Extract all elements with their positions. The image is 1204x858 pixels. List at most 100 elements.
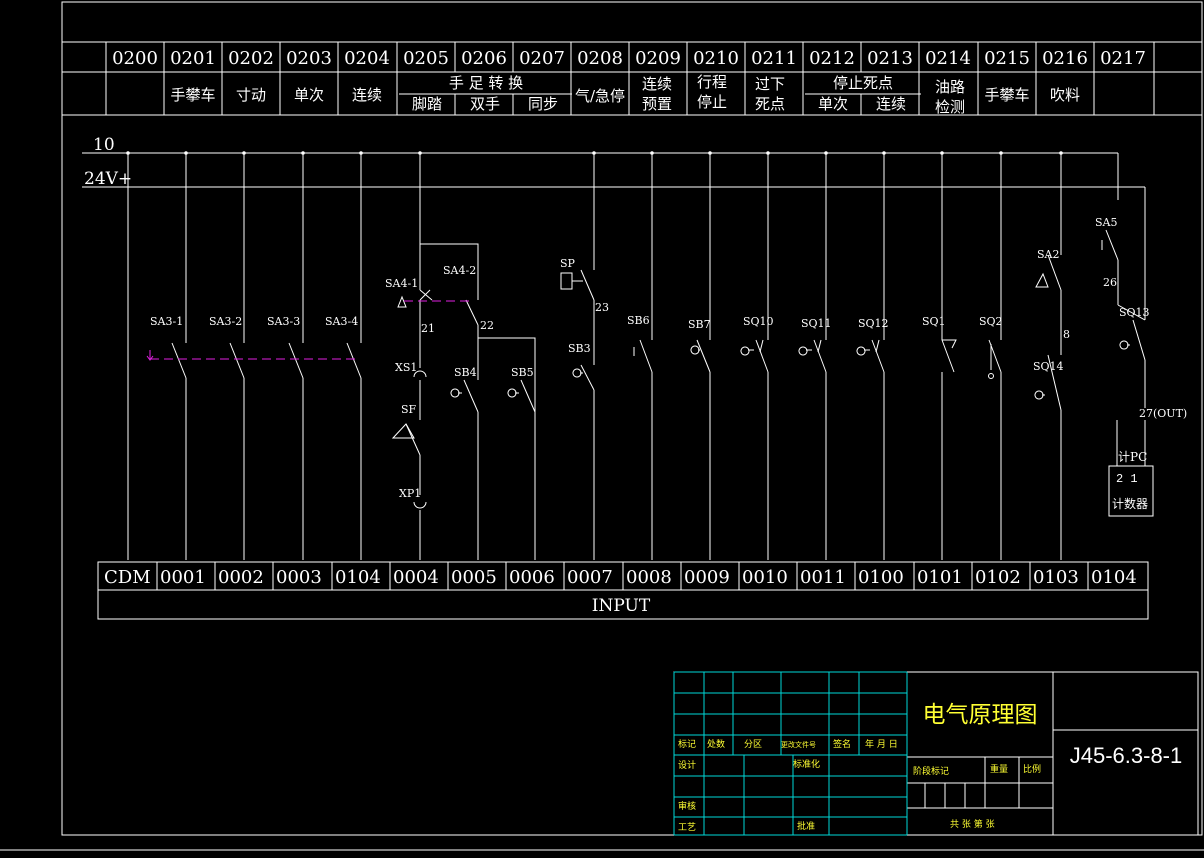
counter-pins-label: 2 1: [1116, 472, 1138, 486]
output-function: 寸动: [236, 86, 266, 104]
counter-box: [1108, 465, 1154, 517]
output-address: 0209: [635, 48, 681, 69]
counter-name-label: 计数器: [1112, 496, 1148, 511]
tb-zone: 分区: [744, 739, 762, 750]
output-address: 0216: [1042, 48, 1088, 69]
dead-center-label: 死点: [755, 95, 785, 113]
sb7-label: SB7: [688, 318, 711, 331]
input-address: 0007: [567, 567, 613, 588]
output-function: 单次: [294, 86, 324, 104]
single-label: 单次: [818, 95, 848, 113]
sa3-1-label: SA3-1: [150, 315, 183, 328]
wire-22-label: 22: [480, 319, 494, 332]
output-address: 0208: [577, 48, 623, 69]
sb5-label: SB5: [511, 366, 534, 379]
xp1-label: XP1: [399, 487, 421, 500]
output-function: 手攀车: [984, 86, 1029, 104]
output-function: 气/急停: [575, 87, 625, 105]
junction-dot: [824, 151, 828, 155]
tb-sheets: 共 张 第 张: [950, 818, 995, 830]
sa4-bridge-wire: [420, 243, 479, 290]
input-address: 0011: [800, 567, 846, 588]
tb-count: 处数: [707, 738, 725, 750]
junction-dot: [1059, 151, 1063, 155]
switch-contact: [171, 342, 187, 379]
input-address: 0002: [218, 567, 264, 588]
input-address: 0004: [393, 567, 439, 588]
sync-label: 同步: [528, 95, 558, 113]
sq14-label: SQ14: [1033, 360, 1064, 373]
tb-scale: 比例: [1023, 763, 1041, 775]
wire-8-label: 8: [1063, 328, 1070, 341]
output-function: 连续: [352, 86, 382, 104]
oil-label: 油路: [935, 78, 965, 96]
junction-dot: [301, 151, 305, 155]
input-address: 0005: [451, 567, 497, 588]
input-label: INPUT: [592, 596, 651, 616]
sb3-label: SB3: [568, 342, 591, 355]
drawing-title: 电气原理图: [923, 702, 1038, 728]
tb-date: 年 月 日: [865, 738, 898, 750]
drawing-number: J45-6.3-8-1: [1070, 743, 1183, 768]
foot-pedal-label: 脚踏: [412, 95, 442, 113]
input-address: 0008: [626, 567, 672, 588]
output-address: 0207: [519, 48, 565, 69]
stroke-label: 行程: [697, 73, 727, 91]
sq1-label: SQ1: [922, 315, 946, 328]
output-address: 0204: [344, 48, 390, 69]
sq12-label: SQ12: [858, 317, 889, 330]
stop-label: 停止: [697, 93, 727, 111]
two-hand-label: 双手: [470, 95, 500, 113]
drawing-frame: [61, 1, 1203, 836]
wire-26-label: 26: [1103, 276, 1117, 289]
output-address: 0200: [112, 48, 158, 69]
preset-label: 预置: [642, 95, 672, 113]
counter-top-label: 计PC: [1118, 450, 1147, 464]
switch-contact: [346, 342, 362, 379]
sb5-bridge-wire: [478, 337, 536, 560]
junction-dot: [999, 151, 1003, 155]
output-address: 0203: [286, 48, 332, 69]
output-address: 0214: [925, 48, 971, 69]
input-address: 0100: [858, 567, 904, 588]
input-address: 0009: [684, 567, 730, 588]
title-block-labels: 标记 处数 分区 更改文件号 签名 年 月 日 设计 标准化 审核 工艺 批准 …: [678, 738, 1041, 833]
junction-dot: [126, 151, 130, 155]
tb-change-doc: 更改文件号: [781, 740, 816, 749]
junction-dot: [940, 151, 944, 155]
output-address: 0205: [403, 48, 449, 69]
mechanical-linkage-dashes: [150, 300, 472, 360]
stop-dead-center-group-label: 停止死点: [833, 74, 893, 92]
foot-switch-group-label: 手 足 转 换: [449, 74, 523, 92]
sa5-label: SA5: [1095, 216, 1117, 229]
branch-wires: [127, 153, 1119, 560]
output-address: 0201: [170, 48, 216, 69]
junction-dot: [882, 151, 886, 155]
input-address: 0102: [975, 567, 1021, 588]
junction-dot: [418, 151, 422, 155]
sb4-label: SB4: [454, 366, 477, 379]
input-address: 0103: [1033, 567, 1079, 588]
output-function: 手攀车: [170, 86, 215, 104]
sa3-3-label: SA3-3: [267, 315, 300, 328]
switch-symbols: [146, 229, 1146, 509]
junction-dot: [242, 151, 246, 155]
junction-dot: [766, 151, 770, 155]
switch-contact: [419, 289, 431, 301]
tb-mark: 标记: [678, 738, 696, 750]
over-bottom-label: 过下: [755, 75, 785, 93]
sa3-4-label: SA3-4: [325, 315, 358, 328]
rail-10-label: 10: [93, 135, 115, 155]
wire-23-label: 23: [595, 301, 609, 314]
wire-21-label: 21: [421, 322, 435, 335]
junction-dots: [126, 151, 1063, 155]
junction-dot: [592, 151, 596, 155]
output-address: 0212: [809, 48, 855, 69]
output-address: 0217: [1100, 48, 1146, 69]
input-address: 0104: [335, 567, 381, 588]
output-function-labels: 手攀车寸动单次连续气/急停手攀车吹料: [170, 86, 1080, 105]
sf-label: SF: [401, 403, 417, 416]
input-address: 0010: [742, 567, 788, 588]
